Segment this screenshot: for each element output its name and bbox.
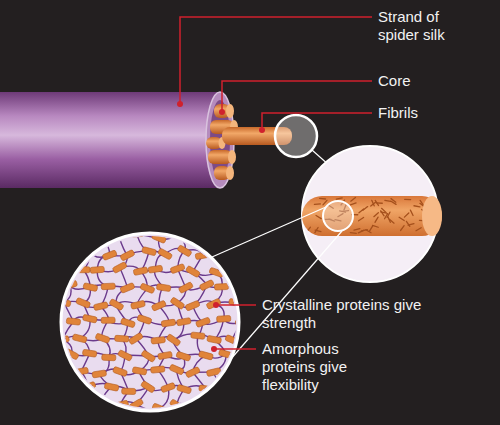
part-label: Core [378, 72, 478, 90]
zoom-line [212, 207, 326, 257]
magnifier-ring [323, 201, 353, 231]
part-label: Crystalline proteins give strength [262, 296, 422, 332]
magnifier-ring [275, 115, 317, 157]
protein-network [52, 229, 251, 414]
leader-dots [177, 101, 265, 352]
part-label: Fibrils [378, 104, 478, 122]
fibril-rod [302, 196, 442, 236]
protein-zoom [61, 233, 239, 411]
part-label: Strand of spider silk [378, 8, 478, 44]
rod-texture [307, 197, 442, 236]
silk-strand [0, 92, 220, 188]
part-label: Amorphous proteins give flexibility [262, 340, 372, 394]
rod-end [422, 196, 442, 236]
